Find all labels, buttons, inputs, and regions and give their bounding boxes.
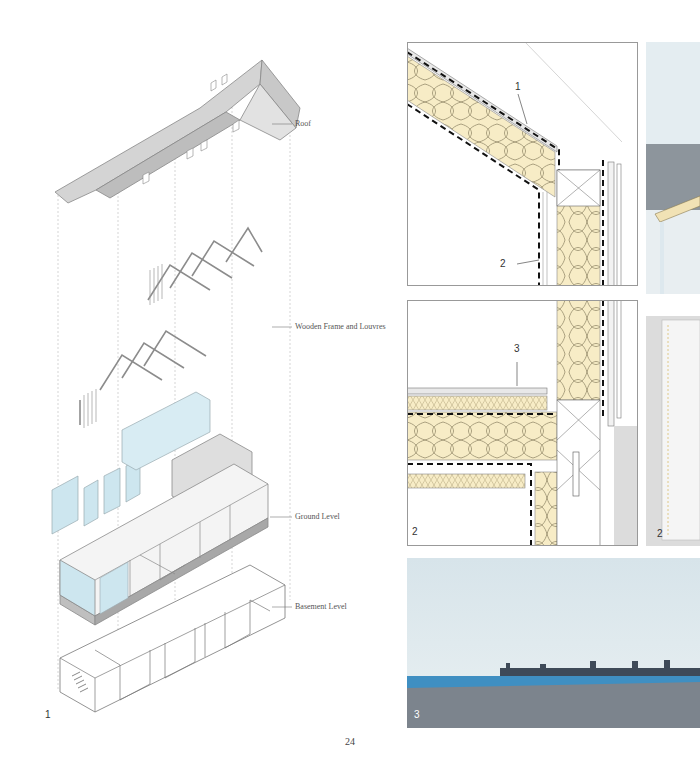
part-label: Wooden Frame and Louvres bbox=[295, 323, 386, 331]
page-number: 24 bbox=[345, 737, 355, 747]
figure-number: 2 bbox=[412, 527, 418, 537]
part-label: Basement Level bbox=[295, 603, 347, 611]
figure-number: 3 bbox=[414, 710, 420, 720]
figure-number: 2 bbox=[657, 529, 663, 539]
callout-number: 3 bbox=[514, 344, 520, 354]
callout-number: 1 bbox=[515, 82, 521, 92]
figure-number: 1 bbox=[45, 710, 51, 720]
part-label: Ground Level bbox=[295, 513, 340, 521]
part-label: Roof bbox=[295, 120, 311, 128]
callout-number: 2 bbox=[500, 259, 506, 269]
